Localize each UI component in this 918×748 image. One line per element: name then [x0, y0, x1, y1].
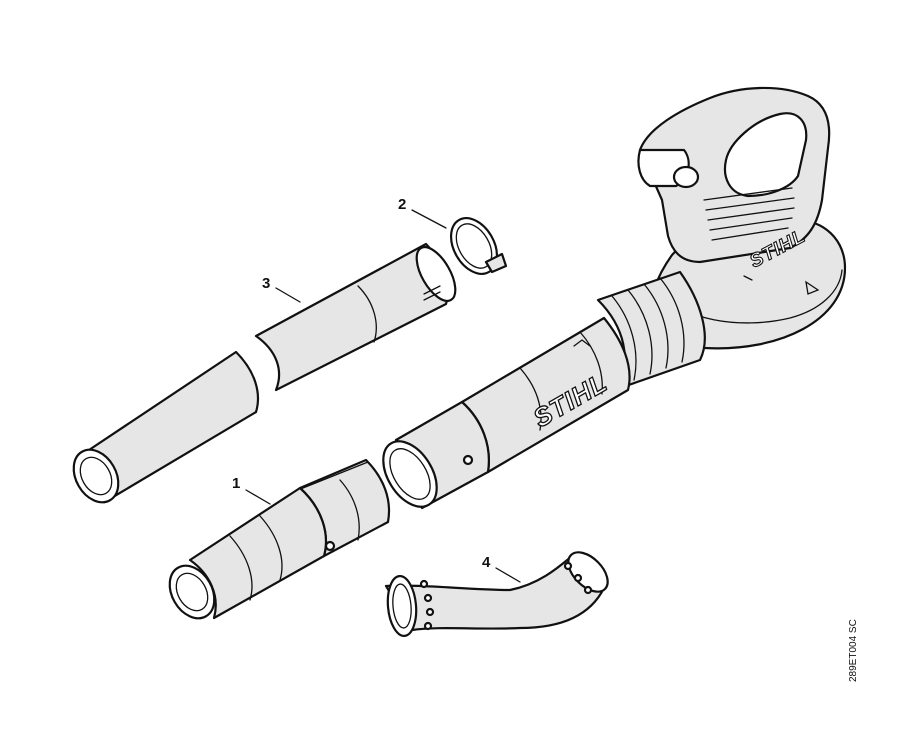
callout-2-label: 2	[398, 196, 406, 213]
main-blower-tube: STIHL	[382, 316, 631, 510]
extension-tube-part	[72, 242, 457, 504]
outlet-collar	[596, 270, 706, 390]
callout-4-label: 4	[482, 554, 491, 571]
hose-clamp-part	[449, 217, 508, 275]
callout-3-label: 3	[262, 275, 270, 292]
callout-4: 4	[482, 554, 521, 583]
callout-1-label: 1	[232, 475, 240, 492]
callout-2: 2	[398, 196, 447, 229]
callout-3: 3	[262, 275, 301, 303]
bent-nozzle-part	[384, 551, 609, 638]
callout-1: 1	[232, 475, 271, 505]
round-nozzle-part	[168, 458, 391, 620]
drawing-code: 289ET004 SC	[848, 619, 859, 682]
